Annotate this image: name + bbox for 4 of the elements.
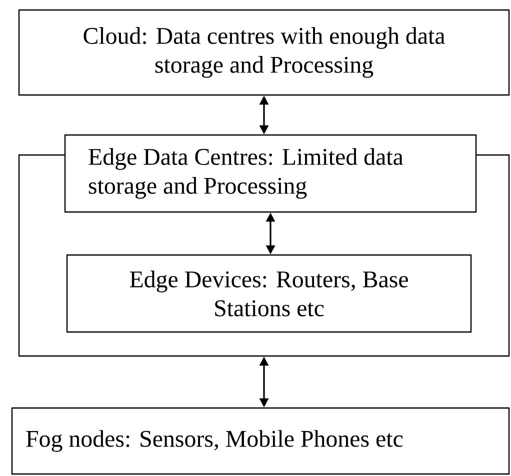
fog-node-box: Fog nodes: Sensors, Mobile Phones etc [11, 407, 510, 475]
edge-data-centre-box: Edge Data Centres: Limited data storage and Processing [64, 134, 477, 213]
cloud-box: Cloud: Data centres with enough data storage and Processing [18, 9, 510, 96]
edge-device-box: Edge Devices: Routers, Base Stations etc [66, 254, 472, 333]
